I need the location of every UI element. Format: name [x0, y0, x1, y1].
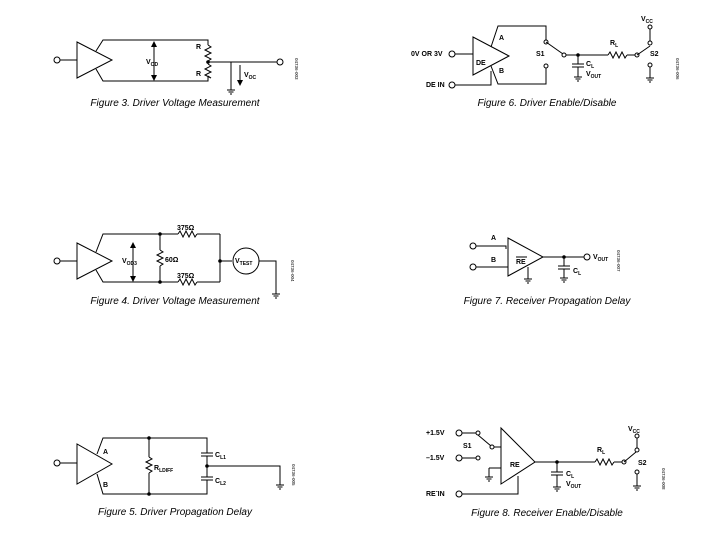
input-voltage-label: 0V OR 3V — [411, 51, 443, 58]
voc-label: VOC — [244, 72, 257, 81]
plus-terminal — [455, 429, 463, 437]
figure-4: VOD3 60Ω 375Ω 375Ω VTEST 04736-004 Figur… — [53, 225, 295, 307]
vcc-label: VCC — [641, 16, 653, 25]
figure-code: 04736-005 — [291, 464, 296, 486]
figure-code: 04736-006 — [675, 58, 680, 80]
figure-caption: Figure 5. Driver Propagation Delay — [98, 507, 253, 518]
figure-5: A B RLDIFF CL1 CL2 04736-005 Figure 5. D… — [53, 436, 296, 518]
switch-s2 — [623, 451, 637, 463]
receiver-amplifier — [500, 426, 536, 485]
figure-caption: Figure 8. Receiver Enable/Disable — [471, 508, 623, 519]
r-top-label: R — [196, 44, 201, 51]
de-label: DE — [476, 60, 486, 67]
resistor-60 — [155, 249, 165, 267]
figure-7: A B RE VOUT CL 04736-007 Figure 7. Recei… — [464, 235, 632, 307]
re-label: RE — [510, 462, 520, 469]
output-b-label: B — [499, 68, 504, 75]
input-terminal — [53, 459, 61, 467]
resistor-375-bottom — [177, 277, 198, 287]
rl-label: RL — [597, 447, 605, 456]
input-terminal — [53, 56, 61, 64]
output-a-label: A — [499, 35, 504, 42]
input-terminal — [53, 257, 61, 265]
vcc-terminal — [647, 24, 653, 30]
figure-3: VOD R R VOC 04736-003 Figure 3. Driver V… — [53, 39, 299, 109]
re-in-label: RE IN — [426, 491, 445, 498]
vod3-label: VOD3 — [122, 258, 137, 267]
resistor-top — [203, 44, 213, 62]
output-b-label: B — [103, 482, 108, 489]
switch-s1-label: S1 — [536, 51, 545, 58]
re-label: RE — [516, 259, 526, 266]
switch-s2-label: S2 — [638, 460, 647, 467]
figure-6: 0V OR 3V DE A B S1 CL VOUT RL VCC — [411, 16, 680, 109]
r-bottom-label: R — [196, 71, 201, 78]
output-terminal — [583, 253, 591, 261]
figure-code: 04736-004 — [290, 260, 295, 282]
output-a-label: A — [103, 449, 108, 456]
vout-label: VOUT — [586, 71, 601, 80]
switch-s1 — [545, 41, 564, 55]
vtest-label: VTEST — [235, 258, 252, 267]
figure-caption: Figure 7. Receiver Propagation Delay — [464, 296, 632, 307]
minus-terminal — [455, 454, 463, 462]
vout-label: VOUT — [593, 254, 608, 263]
plus-voltage-label: +1.5V — [426, 430, 445, 437]
resistor-bottom — [203, 63, 213, 79]
resistor-rl — [607, 50, 628, 60]
r-375-bottom-label: 375Ω — [177, 273, 195, 280]
de-in-label: DE IN — [426, 82, 445, 89]
driver-amplifier — [76, 41, 114, 79]
minus-voltage-label: –1.5V — [426, 455, 445, 462]
re-in-terminal — [455, 490, 463, 498]
figure-caption: Figure 6. Driver Enable/Disable — [478, 98, 617, 109]
switch-s2 — [636, 45, 651, 56]
cl-label: CL — [566, 471, 574, 480]
switch-s1 — [477, 434, 492, 447]
figure-code: 04736-003 — [294, 58, 299, 80]
input-b-terminal — [469, 263, 477, 271]
r-60-label: 60Ω — [165, 257, 179, 264]
rldiff-label: RLDIFF — [154, 465, 173, 474]
cl-label: CL — [573, 268, 581, 277]
driver-amplifier — [76, 242, 114, 280]
cl2-label: CL2 — [215, 478, 226, 487]
r-375-top-label: 375Ω — [177, 225, 195, 232]
figure-caption: Figure 4. Driver Voltage Measurement — [90, 296, 260, 307]
figure-code: 04736-008 — [661, 468, 666, 490]
cl-label: CL — [586, 61, 594, 70]
de-in-terminal — [448, 81, 456, 89]
input-a-terminal — [469, 242, 477, 250]
vod-label: VOD — [146, 59, 159, 68]
resistor-rldiff — [144, 456, 154, 474]
figure-code: 04736-007 — [616, 250, 621, 272]
input-b-label: B — [491, 257, 496, 264]
figure-caption: Figure 3. Driver Voltage Measurement — [90, 98, 260, 109]
rl-label: RL — [610, 40, 618, 49]
driver-amplifier — [76, 443, 114, 485]
cl1-label: CL1 — [215, 452, 226, 461]
vout-label: VOUT — [566, 481, 581, 490]
input-terminal — [448, 50, 456, 58]
switch-s2-label: S2 — [650, 51, 659, 58]
vcc-terminal — [634, 433, 640, 439]
switch-s1-label: S1 — [463, 443, 472, 450]
resistor-rl — [594, 457, 615, 467]
figure-8: +1.5V –1.5V S1 RE CL VOUT RL — [426, 426, 666, 519]
output-terminal — [276, 58, 284, 66]
input-a-label: A — [491, 235, 496, 242]
resistor-375-top — [177, 229, 198, 239]
vcc-label: VCC — [628, 426, 640, 435]
